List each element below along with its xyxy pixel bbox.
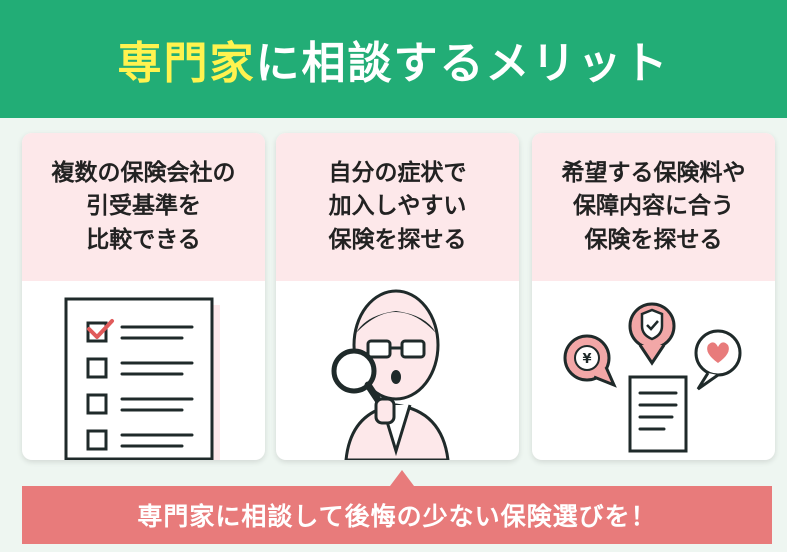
card-line: 保険を探せる — [584, 226, 723, 253]
title-rest: に相談するメリット — [255, 38, 670, 89]
benefit-card-compare: 複数の保険会社の 引受基準を 比較できる — [22, 133, 265, 460]
banner-pointer — [390, 470, 414, 486]
footer-banner: 専門家に相談して後悔の少ない保険選びを！ — [22, 486, 772, 544]
card-line: 引受基準を — [86, 193, 201, 220]
card-line: 比較できる — [86, 226, 201, 253]
benefit-card-find-plan: 希望する保険料や 保障内容に合う 保険を探せる ¥ — [532, 133, 775, 460]
page-title: 専門家に相談するメリット — [118, 27, 670, 91]
card-line: 希望する保険料や — [561, 159, 746, 186]
card-line: 保障内容に合う — [573, 193, 734, 220]
title-highlight: 専門家 — [117, 38, 256, 89]
header-banner: 専門家に相談するメリット — [0, 0, 787, 118]
card-line: 保険を探せる — [328, 226, 467, 253]
card-text: 自分の症状で 加入しやすい 保険を探せる — [276, 133, 519, 281]
yen-glyph: ¥ — [582, 352, 591, 367]
person-magnifier-icon — [331, 289, 450, 460]
card-line: 自分の症状で — [328, 159, 467, 186]
card-line: 複数の保険会社の — [51, 159, 236, 186]
card-text: 希望する保険料や 保障内容に合う 保険を探せる — [532, 133, 775, 281]
document-speech-bubbles-icon: ¥ — [563, 302, 742, 453]
footer-text: 専門家に相談して後悔の少ない保険選びを！ — [137, 502, 657, 531]
benefit-card-easy-join: 自分の症状で 加入しやすい 保険を探せる — [276, 133, 519, 460]
card-line: 加入しやすい — [328, 193, 467, 220]
checklist-icon — [64, 297, 220, 460]
card-text: 複数の保険会社の 引受基準を 比較できる — [22, 133, 265, 281]
